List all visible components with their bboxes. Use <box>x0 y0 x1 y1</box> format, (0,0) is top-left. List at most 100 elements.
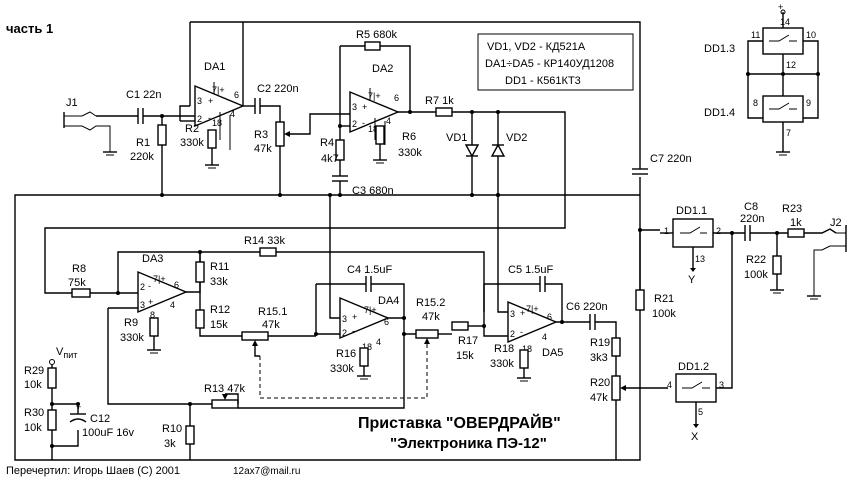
r8-label: R8 <box>72 263 86 275</box>
supply-divider: Vпит R29 10k R30 10k <box>24 346 80 447</box>
capacitor-c5: C5 1.5uF <box>484 264 563 322</box>
supply-plus: + <box>778 2 783 12</box>
switch-dd1-3: DD1.3 11 10 14 12 + <box>704 2 820 119</box>
legend-box: VD1, VD2 - КД521А DA1÷DA5 - КР140УД1208 … <box>477 33 634 91</box>
potentiometer-r20: R20 47k <box>590 375 668 460</box>
r18-value: 330k <box>490 358 514 370</box>
r10-label: R10 <box>162 423 182 435</box>
r19-label: R19 <box>590 337 610 349</box>
r5-label: R5 680k <box>356 29 397 41</box>
r1-label: R1 <box>136 137 150 149</box>
r15-2-label: R15.2 <box>416 297 445 309</box>
r3-value: 47k <box>254 143 272 155</box>
r11-value: 33k <box>210 276 228 288</box>
da5-pin18: 18 <box>522 344 532 354</box>
r11-label: R11 <box>210 261 229 273</box>
resistor-r11: R11 33k <box>195 252 229 310</box>
da1-plus: + <box>208 96 213 106</box>
da3-pin2: 2 <box>140 282 145 292</box>
resistor-r2: R2 330k <box>180 123 219 169</box>
resistor-r8: R8 75k <box>68 263 91 298</box>
author-credit: Перечертил: Игорь Шаев (С) 2001 <box>6 465 180 477</box>
part-label: часть 1 <box>6 21 53 36</box>
resistor-r16: R16 330k <box>330 347 371 380</box>
capacitor-c6: C6 220n <box>566 301 617 338</box>
r30-label: R30 <box>24 407 44 419</box>
dd1-3-pin10: 10 <box>806 30 816 40</box>
dd1-3-pin14: 14 <box>780 17 790 27</box>
potentiometer-r15-1: R15.1 47k <box>241 306 316 357</box>
r23-value: 1k <box>790 217 802 229</box>
resistor-r22: R22 100k <box>744 231 784 294</box>
da4-minus: - <box>352 326 355 336</box>
output-jack-j2: J2 <box>804 217 847 300</box>
da5-label: DA5 <box>542 347 563 359</box>
dd1-3-pin11: 11 <box>751 30 760 40</box>
opamp-da1: DA1 3 2 + - 7|+ 6 4 18 <box>179 22 245 150</box>
da5-pin3: 3 <box>510 309 515 319</box>
da1-minus: - <box>208 113 211 123</box>
j1-label: J1 <box>66 97 78 109</box>
capacitor-c2: C2 220n <box>254 83 299 114</box>
dd1-1-label: DD1.1 <box>676 205 707 217</box>
r4-value: 4k7 <box>321 153 339 165</box>
c8-label: C8 <box>744 201 758 213</box>
legend-line-3: DD1 - К561КТ3 <box>505 75 581 87</box>
capacitor-c3: C3 680n <box>332 175 394 197</box>
resistor-r17: R17 15k <box>451 321 484 362</box>
input-jack-j1: J1 <box>63 97 117 156</box>
da2-pin7: 7|+ <box>368 91 381 101</box>
dd1-1-pin2: 2 <box>716 226 721 236</box>
vd1-label: VD1 <box>446 132 467 144</box>
dd1-4-pin7: 7 <box>786 128 791 138</box>
resistor-r23: R23 1k <box>782 203 805 238</box>
da2-minus: - <box>362 118 365 128</box>
r20-label: R20 <box>590 377 610 389</box>
capacitor-c12: + C12 100uF 16v <box>69 402 134 439</box>
da1-pin7: 7|+ <box>212 85 225 95</box>
r15-1-label: R15.1 <box>258 306 287 318</box>
da2-plus: + <box>362 102 367 112</box>
r21-label: R21 <box>654 293 674 305</box>
da5-pin4: 4 <box>542 332 547 342</box>
opamp-da2: DA2 3 2 + - 7|+ 6 4 18 <box>339 45 411 145</box>
da2-pin2: 2 <box>352 119 357 129</box>
da4-pin4: 4 <box>376 337 381 347</box>
da2-pin18: 18 <box>368 124 378 134</box>
dd1-1-pin1: 1 <box>664 226 669 236</box>
potentiometer-r3: R3 47k <box>254 113 350 197</box>
dd1-4-pin8: 8 <box>753 98 758 108</box>
r22-value: 100k <box>744 269 768 281</box>
da4-pin6: 6 <box>384 317 389 327</box>
dd1-2-label: DD1.2 <box>678 361 709 373</box>
capacitor-c7: C7 220n <box>632 153 692 175</box>
r29-label: R29 <box>24 365 44 377</box>
da1-pin6: 6 <box>234 90 239 100</box>
c8-value: 220n <box>740 213 764 225</box>
da4-pin18: 18 <box>362 342 372 352</box>
da4-pin3: 3 <box>342 314 347 324</box>
da2-pin6: 6 <box>394 93 399 103</box>
title-sub: "Электроника ПЭ-12" <box>390 435 547 452</box>
dd1-3-pin12: 12 <box>786 60 796 70</box>
r9-label: R9 <box>124 317 138 329</box>
dd1-3-label: DD1.3 <box>704 43 735 55</box>
author-email: 12ax7@mail.ru <box>233 466 300 477</box>
r21-value: 100k <box>652 308 676 320</box>
da1-pin4: 4 <box>230 109 235 119</box>
resistor-r6: R6 330k <box>373 125 422 164</box>
dd1-2-pin5: 5 <box>698 407 703 417</box>
resistor-r19: R19 3k3 <box>590 337 621 376</box>
potentiometer-r15-2: R15.2 47k <box>415 297 452 344</box>
diode-vd1: VD1 <box>446 112 480 197</box>
dd1-4-pin9: 9 <box>806 98 811 108</box>
da3-pin8: 8 <box>150 310 155 320</box>
r6-value: 330k <box>398 147 422 159</box>
r9-value: 330k <box>120 332 144 344</box>
switch-dd1-4: DD1.4 8 9 7 <box>704 74 811 156</box>
r18-label: R18 <box>494 343 514 355</box>
c4-label: C4 1.5uF <box>347 264 393 276</box>
resistor-r21: R21 100k <box>635 230 676 320</box>
da1-pin3: 3 <box>197 96 202 106</box>
